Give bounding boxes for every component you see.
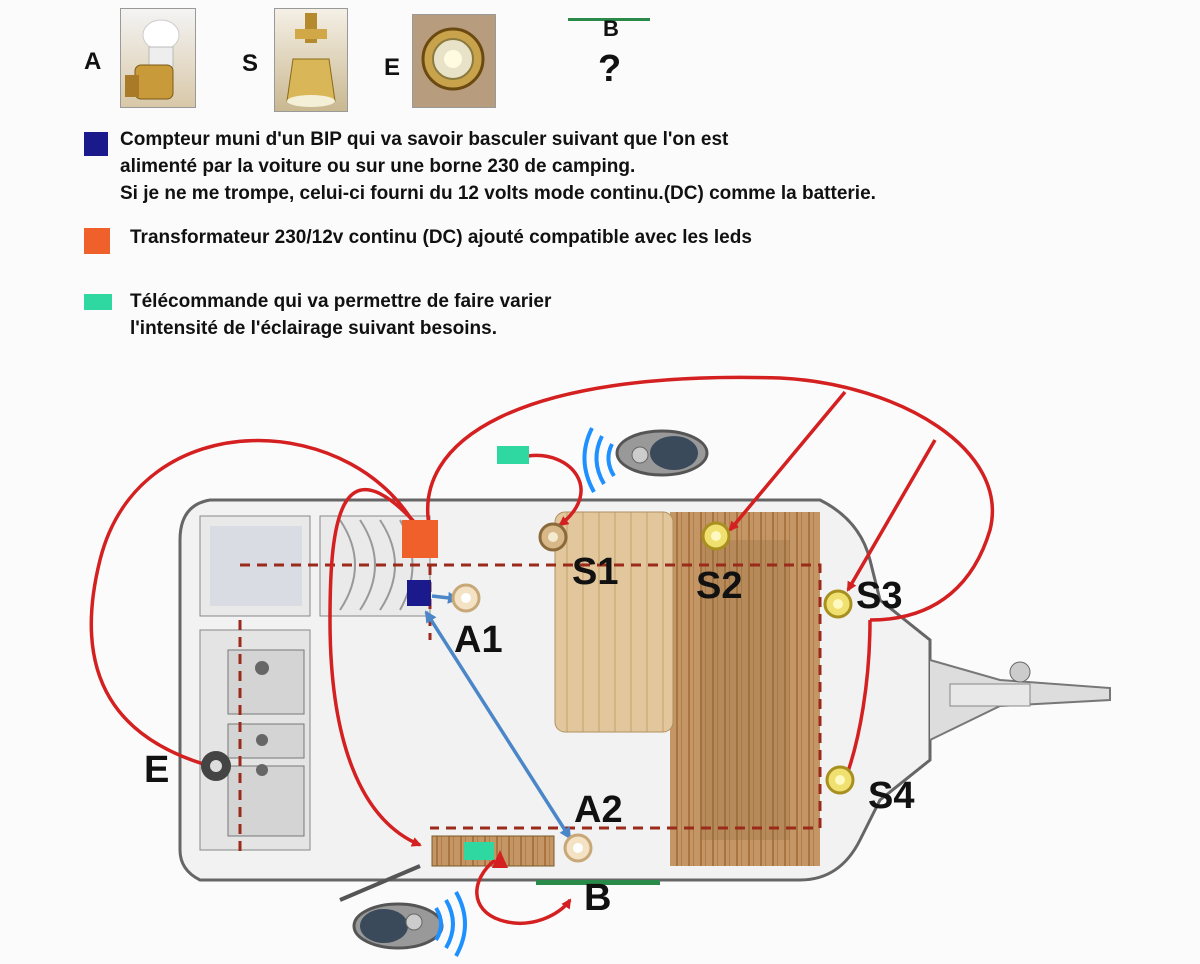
lamp-s1 xyxy=(538,522,568,552)
lamp-s2 xyxy=(701,521,731,551)
remote-control-icon xyxy=(582,427,709,493)
label-a1: A1 xyxy=(454,619,503,661)
note-remote: Télécommande qui va permettre de faire v… xyxy=(130,288,551,342)
lamp-a1 xyxy=(451,583,481,613)
remote-receiver-bottom xyxy=(464,842,494,860)
transformer-swatch xyxy=(84,228,110,254)
legend-letter-a: A xyxy=(84,48,102,75)
table xyxy=(554,511,674,733)
led-strip-icon xyxy=(568,18,650,21)
label-e: E xyxy=(144,749,169,791)
label-b: B xyxy=(584,877,611,919)
note-meter-line-1: Compteur muni d'un BIP qui va savoir bas… xyxy=(120,129,729,150)
lamp-a2 xyxy=(563,833,593,863)
meter-box xyxy=(407,580,431,606)
note-remote-line-2: l'intensité de l'éclairage suivant besoi… xyxy=(130,318,497,339)
led-strip-b xyxy=(536,880,660,885)
label-s4: S4 xyxy=(868,775,914,817)
legend-letter-b: B xyxy=(603,16,619,41)
legend-letter-s: S xyxy=(242,50,259,77)
remote-control-icon xyxy=(352,891,467,957)
note-meter: Compteur muni d'un BIP qui va savoir bas… xyxy=(120,126,876,207)
legend-question-mark: ? xyxy=(598,48,622,90)
meter-swatch xyxy=(84,132,108,156)
note-meter-line-2: alimenté par la voiture ou sur une borne… xyxy=(120,156,636,177)
legend-letter-e: E xyxy=(384,54,401,81)
transformer-box xyxy=(402,520,438,558)
label-s1: S1 xyxy=(572,551,618,593)
recessed-spot-icon xyxy=(412,14,496,108)
note-transformer-line-1: Transformateur 230/12v continu (DC) ajou… xyxy=(130,227,752,248)
label-s2: S2 xyxy=(696,565,742,607)
note-transformer: Transformateur 230/12v continu (DC) ajou… xyxy=(130,224,752,251)
label-s3: S3 xyxy=(856,575,902,617)
note-remote-line-1: Télécommande qui va permettre de faire v… xyxy=(130,291,552,312)
note-meter-line-3: Si je ne me trompe, celui-ci fourni du 1… xyxy=(120,183,876,204)
label-a2: A2 xyxy=(574,789,623,831)
front-bench xyxy=(670,512,820,866)
lamp-e xyxy=(201,751,231,781)
spot-lamp-icon xyxy=(274,8,348,112)
remote-receiver-top xyxy=(497,446,529,464)
wall-lamp-icon xyxy=(120,8,196,108)
caravan-body xyxy=(178,498,1111,902)
lamp-s3 xyxy=(823,589,853,619)
remote-swatch xyxy=(84,294,112,310)
red-wires xyxy=(89,375,994,925)
lamp-s4 xyxy=(825,765,855,795)
